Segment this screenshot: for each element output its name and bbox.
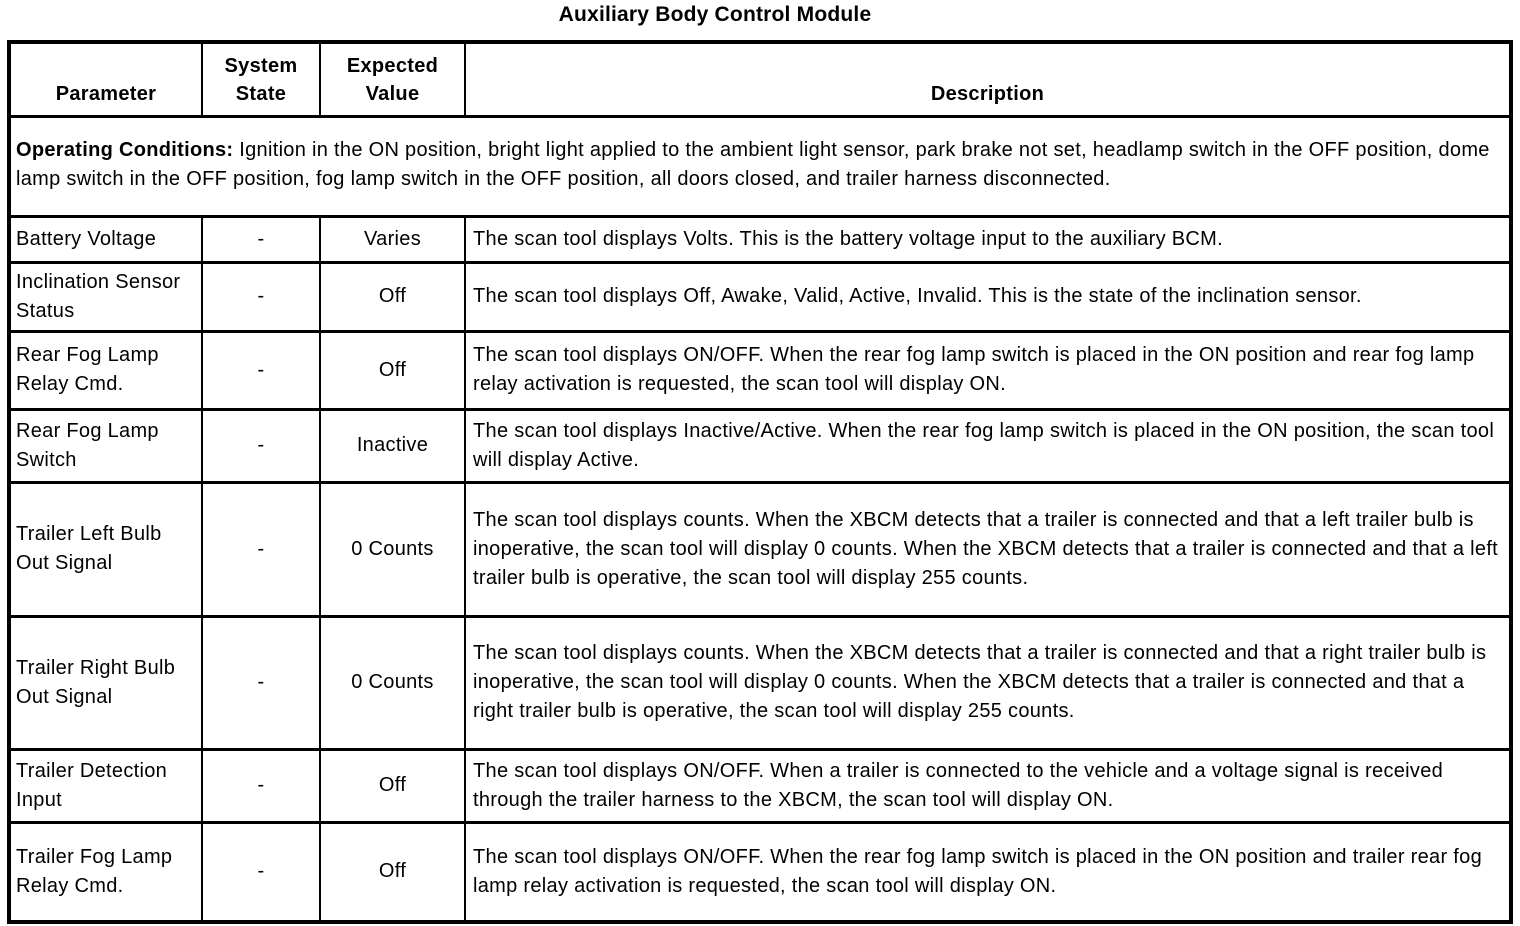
parameter-cell: Inclination Sensor Status: [8, 260, 203, 333]
expected-value-cell: Varies: [319, 214, 466, 264]
description-cell: The scan tool displays Volts. This is th…: [464, 214, 1512, 264]
operating-conditions-text: Ignition in the ON position, bright ligh…: [16, 139, 1490, 190]
expected-value-cell: Off: [319, 260, 466, 333]
system-state-cell: -: [201, 614, 321, 751]
expected-value-cell: 0 Counts: [319, 480, 466, 618]
operating-conditions-row: Operating Conditions: Ignition in the ON…: [8, 114, 1512, 218]
description-cell: The scan tool displays Inactive/Active. …: [464, 407, 1512, 484]
description-cell: The scan tool displays ON/OFF. When a tr…: [464, 747, 1512, 824]
operating-conditions-cell: Operating Conditions: Ignition in the ON…: [8, 114, 1512, 218]
system-state-cell: -: [201, 747, 321, 824]
header-row: Parameter System State Expected Value De…: [8, 40, 1512, 118]
table-row: Rear Fog Lamp Switch - Inactive The scan…: [8, 407, 1512, 484]
table-row: Inclination Sensor Status - Off The scan…: [8, 260, 1512, 333]
table-row: Rear Fog Lamp Relay Cmd. - Off The scan …: [8, 329, 1512, 411]
table-row: Trailer Right Bulb Out Signal - 0 Counts…: [8, 614, 1512, 751]
column-header-system-state: System State: [201, 40, 321, 118]
system-state-cell: -: [201, 480, 321, 618]
expected-value-cell: Inactive: [319, 407, 466, 484]
page-title: Auxiliary Body Control Module: [558, 3, 872, 26]
system-state-cell: -: [201, 407, 321, 484]
parameter-table: Parameter System State Expected Value De…: [7, 40, 1513, 924]
description-cell: The scan tool displays counts. When the …: [464, 614, 1512, 751]
table-row: Battery Voltage - Varies The scan tool d…: [8, 214, 1512, 264]
description-cell: The scan tool displays counts. When the …: [464, 480, 1512, 618]
description-cell: The scan tool displays ON/OFF. When the …: [464, 820, 1512, 924]
description-cell: The scan tool displays Off, Awake, Valid…: [464, 260, 1512, 333]
system-state-cell: -: [201, 329, 321, 411]
column-header-expected-value: Expected Value: [319, 40, 466, 118]
system-state-cell: -: [201, 214, 321, 264]
table-row: Trailer Left Bulb Out Signal - 0 Counts …: [8, 480, 1512, 618]
expected-value-cell: Off: [319, 329, 466, 411]
system-state-cell: -: [201, 260, 321, 333]
parameter-cell: Rear Fog Lamp Switch: [8, 407, 203, 484]
parameter-cell: Battery Voltage: [8, 214, 203, 264]
parameter-cell: Trailer Detection Input: [8, 747, 203, 824]
expected-value-cell: Off: [319, 820, 466, 924]
description-cell: The scan tool displays ON/OFF. When the …: [464, 329, 1512, 411]
system-state-cell: -: [201, 820, 321, 924]
table-row: Trailer Detection Input - Off The scan t…: [8, 747, 1512, 824]
column-header-parameter: Parameter: [8, 40, 203, 118]
parameter-cell: Trailer Fog Lamp Relay Cmd.: [8, 820, 203, 924]
expected-value-cell: 0 Counts: [319, 614, 466, 751]
column-header-description: Description: [464, 40, 1512, 118]
table-row: Trailer Fog Lamp Relay Cmd. - Off The sc…: [8, 820, 1512, 924]
operating-conditions-label: Operating Conditions:: [16, 139, 234, 161]
parameter-cell: Trailer Left Bulb Out Signal: [8, 480, 203, 618]
expected-value-cell: Off: [319, 747, 466, 824]
parameter-cell: Trailer Right Bulb Out Signal: [8, 614, 203, 751]
parameter-cell: Rear Fog Lamp Relay Cmd.: [8, 329, 203, 411]
